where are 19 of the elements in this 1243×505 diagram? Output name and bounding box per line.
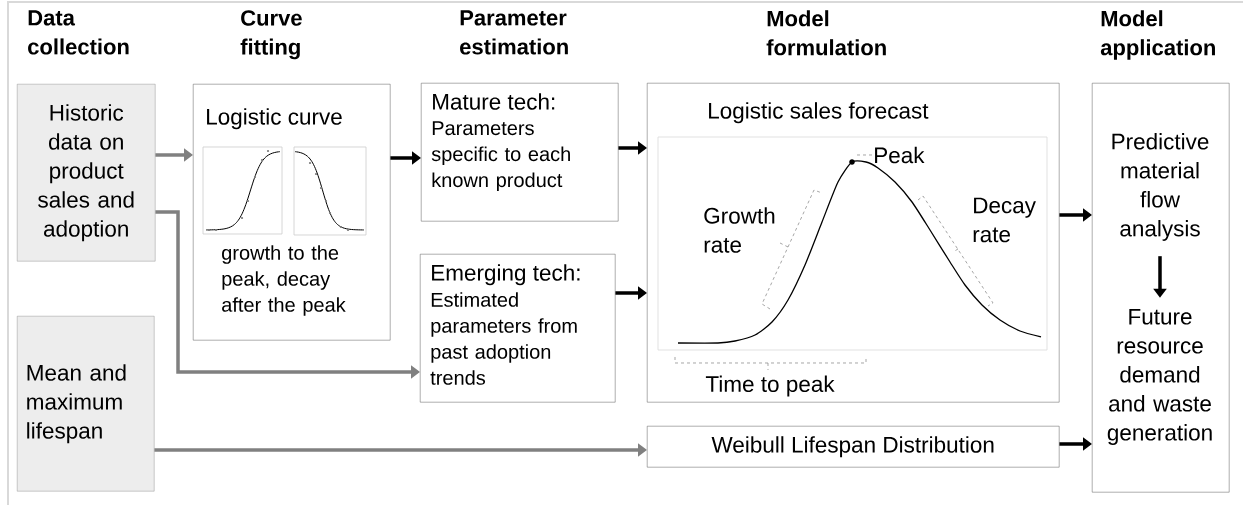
process-box: Logistic curve growth to the peak, decay after the peak	[193, 84, 391, 341]
process-box: Emerging tech: Estimated parameters from past adoption trends	[420, 254, 616, 403]
chart-annotation: Time to peak	[705, 375, 835, 397]
leader-line	[855, 154, 873, 156]
column-heading: Model formulation	[766, 10, 886, 56]
column-heading: Curve fitting	[240, 10, 302, 60]
process-box	[1092, 83, 1230, 493]
process-box: Mature tech: Parameters specific to each known product	[421, 83, 619, 222]
peak-label: Peak	[875, 146, 925, 164]
column-heading: Data collection	[28, 10, 129, 55]
output-text: Future resource demand and waste generation	[1107, 308, 1212, 446]
column-heading: Parameter estimation	[460, 10, 568, 55]
process-box: Weibull Lifespan Distribution	[647, 426, 1060, 468]
chart-annotation: Growth rate	[704, 207, 775, 253]
data-box: Historic data on product sales and adoption	[17, 84, 156, 262]
data-box: Mean and maximum lifespan	[17, 316, 155, 492]
output-text: Predictive material flow analysis	[1112, 133, 1209, 241]
column-heading: Model application	[1100, 10, 1215, 60]
chart-annotation: Decay rate	[973, 197, 1036, 243]
